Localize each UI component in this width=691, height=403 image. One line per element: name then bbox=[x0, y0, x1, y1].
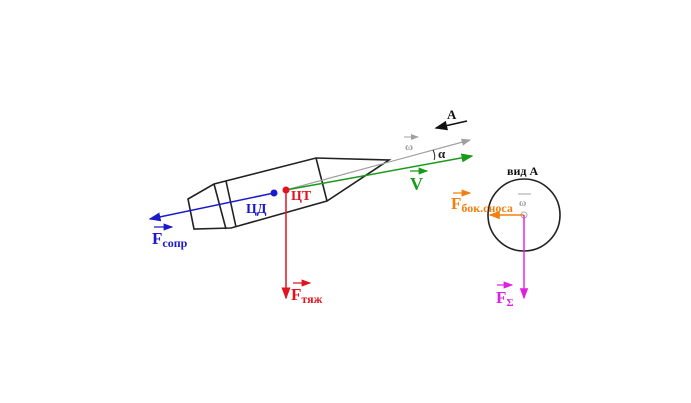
omega-label: ω bbox=[405, 141, 413, 153]
gravity-force-label: Fтяж bbox=[291, 285, 323, 306]
center-of-pressure-point bbox=[270, 189, 278, 197]
rocket-axis-line bbox=[285, 138, 472, 191]
resultant-force-label: FΣ bbox=[496, 288, 514, 309]
view-a-arrow-label: A bbox=[447, 107, 457, 122]
side-force-label: Fбок.сноса bbox=[451, 194, 513, 215]
alpha-label: α bbox=[438, 146, 446, 161]
view-a-arrow bbox=[434, 120, 468, 131]
center-of-pressure-label: ЦД bbox=[246, 202, 267, 217]
velocity-label: V bbox=[410, 174, 423, 194]
view-a-label: вид А bbox=[507, 164, 538, 178]
drag-force-label: Fсопр bbox=[152, 229, 188, 250]
center-of-gravity-label: ЦТ bbox=[291, 189, 312, 204]
drag-force-vector bbox=[148, 192, 275, 222]
alpha-arc bbox=[432, 149, 436, 161]
velocity-vector bbox=[285, 153, 474, 191]
omega-label-view-a: ω bbox=[519, 198, 526, 209]
center-of-gravity-point bbox=[282, 186, 290, 194]
rocket-body bbox=[187, 157, 392, 230]
